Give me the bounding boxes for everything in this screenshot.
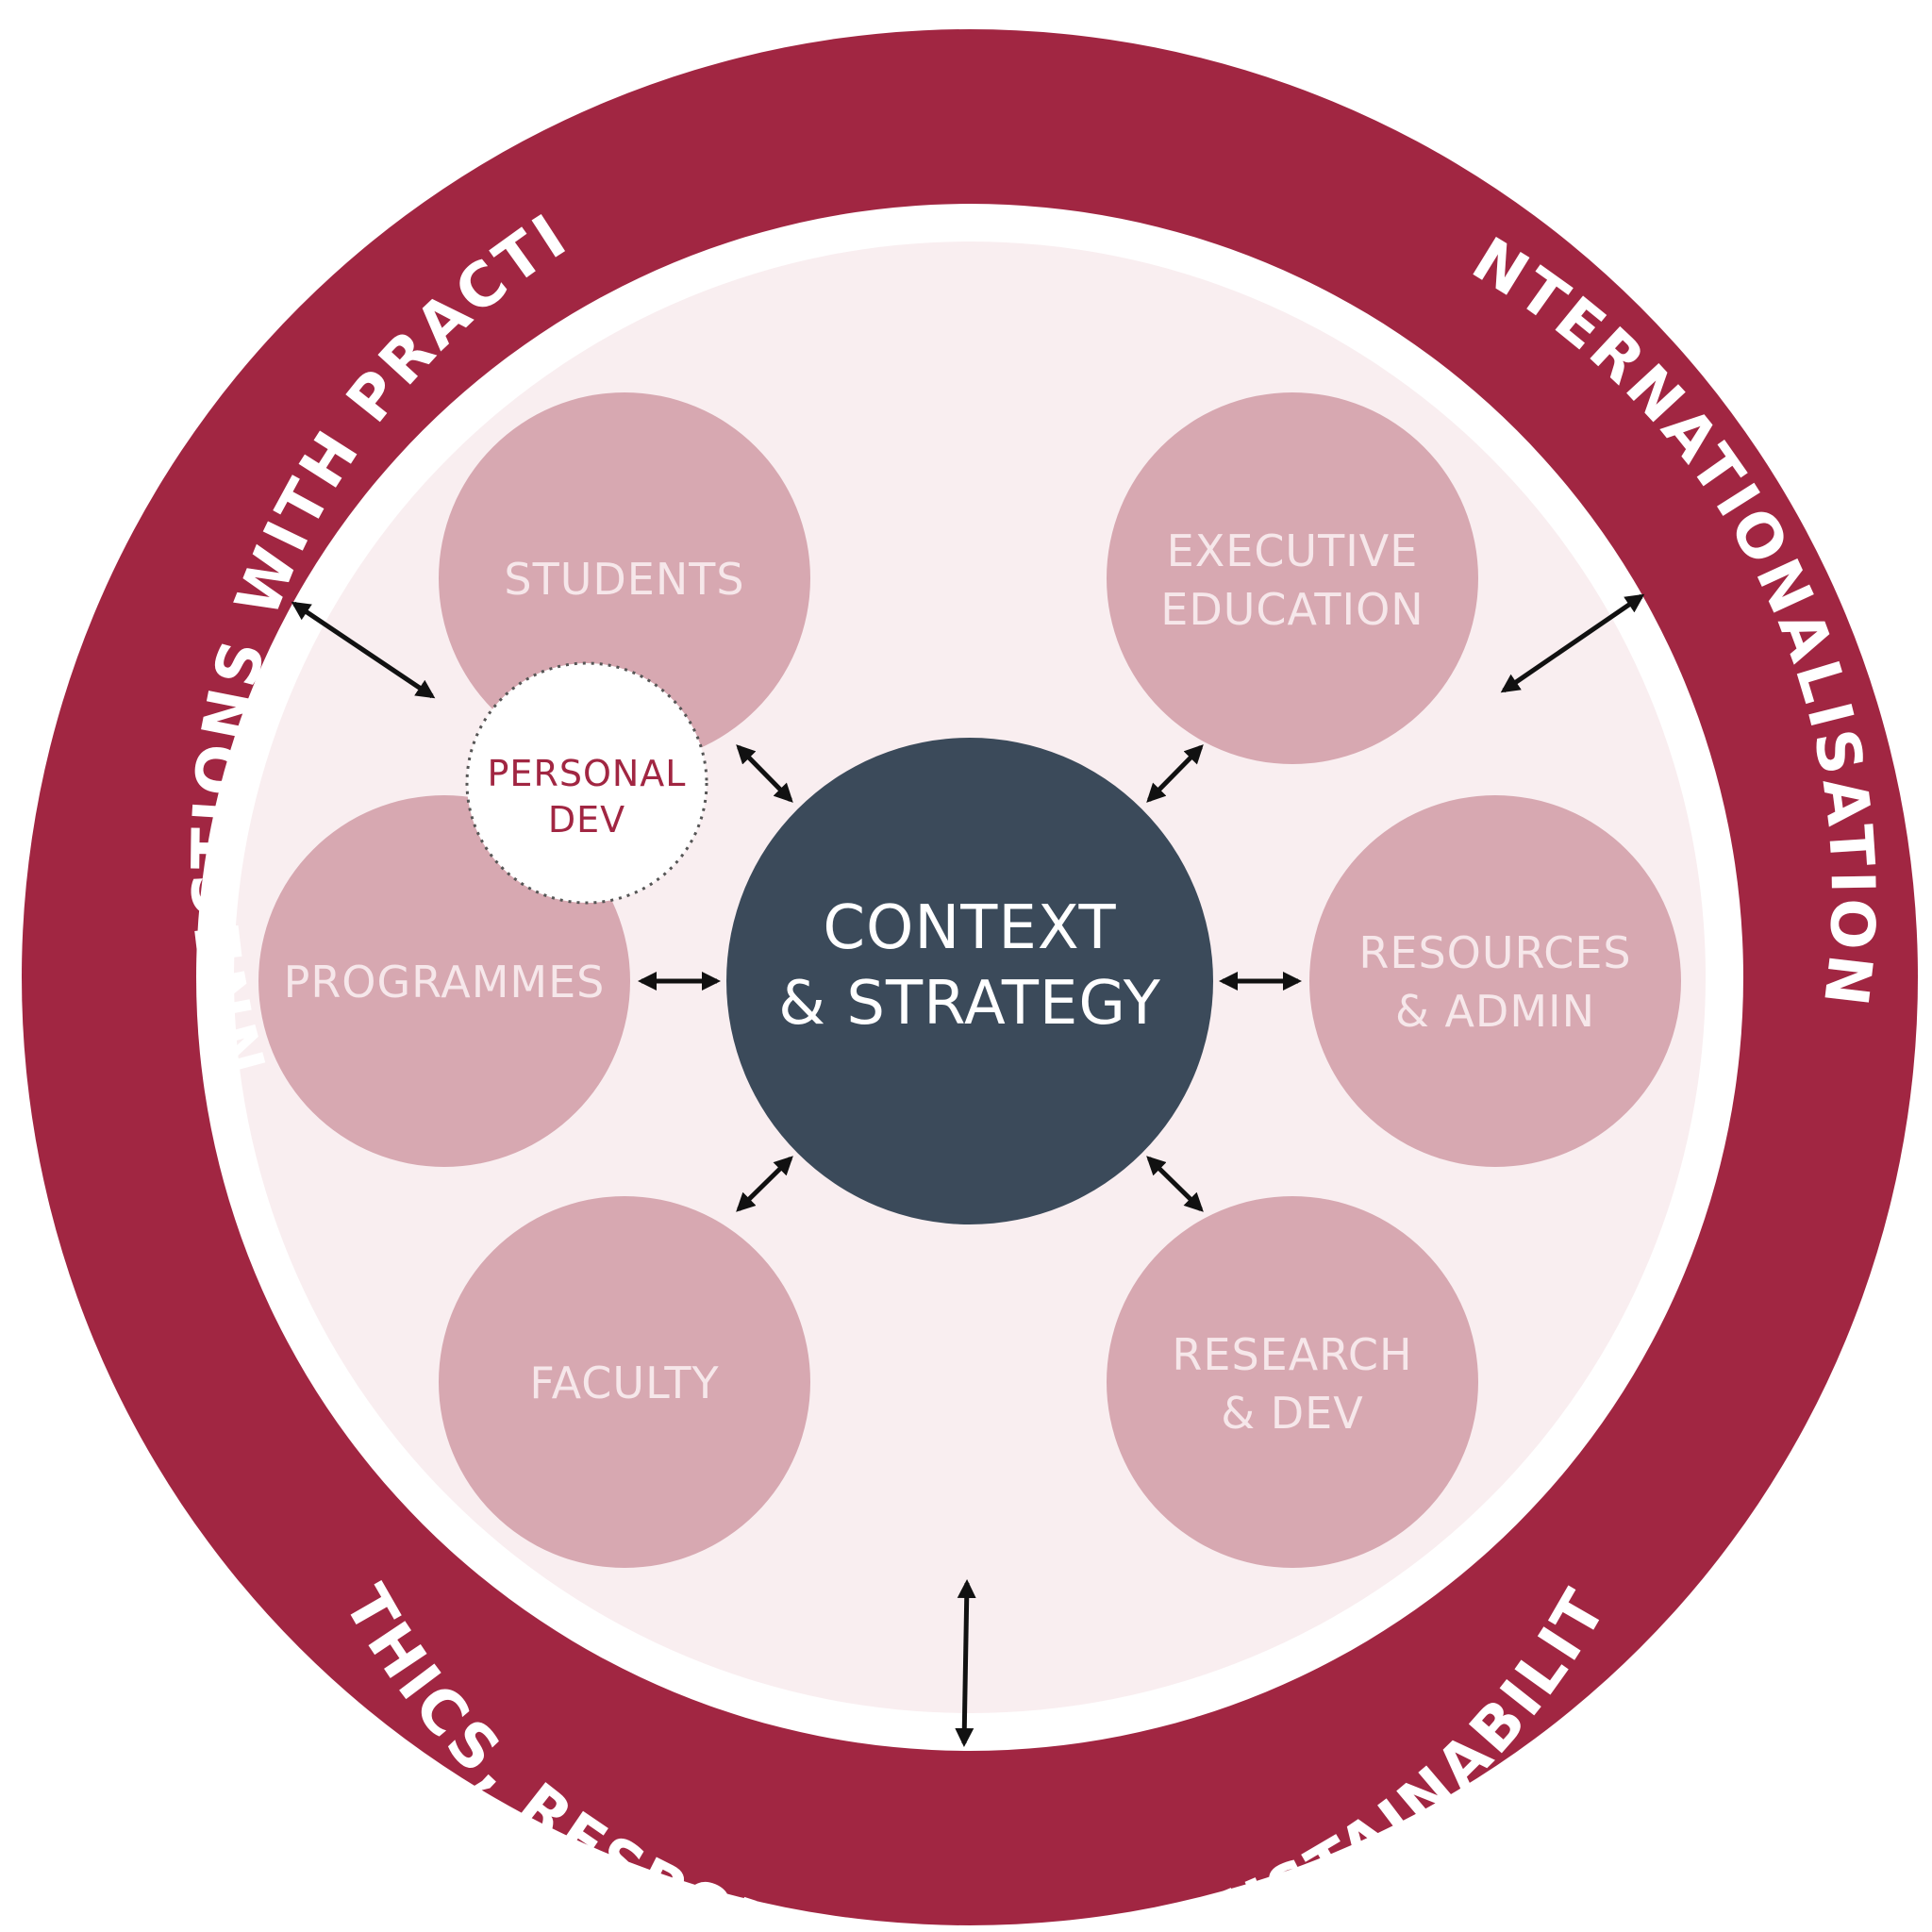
node-faculty: FACULTY [439,1196,810,1568]
double-headed-arrow-icon [1146,1156,1204,1212]
core-context-strategy: CONTEXT & STRATEGY [726,738,1213,1224]
double-headed-arrow-icon [736,1156,793,1212]
node-faculty-label: FACULTY [529,1357,719,1408]
core-line2: & STRATEGY [778,969,1161,1039]
node-students-label: STUDENTS [504,554,744,605]
double-headed-arrow-icon [1146,744,1204,803]
node-programmes-label: PROGRAMMES [284,957,606,1008]
node-executive-education-line2: EDUCATION [1160,584,1424,635]
node-resources-admin-line2: & ADMIN [1395,986,1595,1037]
personal-dev-line1: PERSONAL [488,753,687,794]
node-research-dev: RESEARCH & DEV [1107,1196,1478,1568]
node-students: STUDENTS [439,392,810,764]
double-headed-arrow-icon [1500,593,1645,693]
node-executive-education: EXECUTIVE EDUCATION [1107,392,1478,764]
core-line1: CONTEXT [823,893,1116,963]
node-resources-admin: RESOURCES & ADMIN [1309,795,1681,1167]
personal-dev-line2: DEV [548,799,625,841]
node-executive-education-line1: EXECUTIVE [1167,525,1419,576]
double-headed-arrow-icon [736,744,793,803]
personal-dev-bubble: PERSONAL DEV [465,661,708,905]
node-research-dev-line2: & DEV [1221,1388,1363,1439]
node-resources-admin-line1: RESOURCES [1358,927,1631,978]
node-research-dev-line1: RESEARCH [1172,1329,1412,1380]
double-headed-arrow-icon [291,601,436,699]
double-headed-arrow-icon [955,1579,976,1747]
